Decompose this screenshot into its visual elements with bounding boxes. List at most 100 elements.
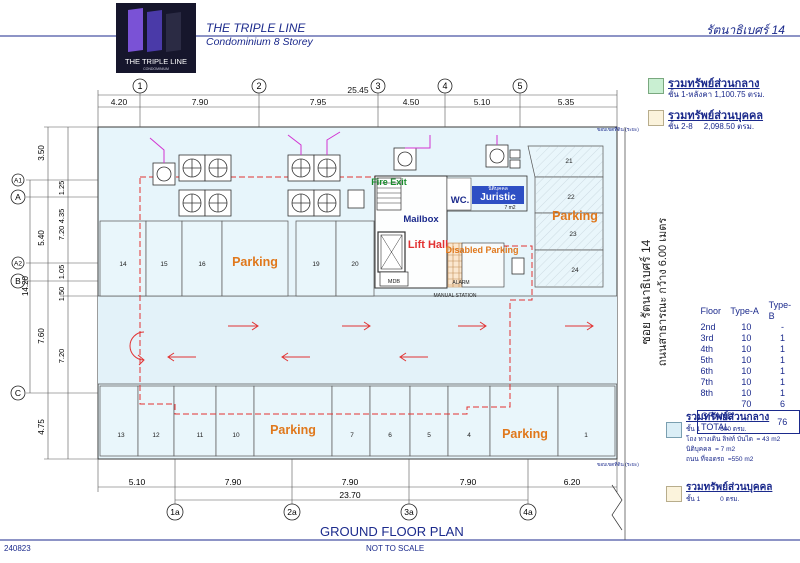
legend-title: รวมทรัพย์ส่วนกลาง <box>686 412 770 423</box>
legend-swatch <box>666 422 682 438</box>
disabled-parking-label: Disabled Parking <box>445 245 518 255</box>
table-cell: 7th <box>700 377 714 387</box>
scale-note: NOT TO SCALE <box>366 544 425 553</box>
legend-swatch <box>666 486 682 502</box>
hatch-zone <box>536 146 603 286</box>
table-cell: 6th <box>700 366 714 376</box>
table-row: 4th 10 1 <box>698 344 800 355</box>
drawing-code: 240823 <box>4 544 31 553</box>
axis-label: C <box>15 388 21 398</box>
juristic-area: 7 m2 <box>504 205 515 211</box>
axis-bubble <box>283 503 301 521</box>
axis-bubble <box>512 78 528 94</box>
axis-bubble <box>400 503 418 521</box>
slot-number: 6 <box>388 432 392 439</box>
table-cell: 1 <box>780 355 786 365</box>
axis-label: 2a <box>287 507 297 517</box>
top-dim: 7.95 <box>310 97 327 107</box>
slot-number: 22 <box>567 194 575 201</box>
parking-row-bottom <box>99 385 616 457</box>
table-cell: 1 <box>780 344 786 354</box>
mailbox-label: Mailbox <box>403 214 439 225</box>
top-total-dim: 25.45 <box>347 85 369 95</box>
table-cell: 10 <box>741 377 752 387</box>
top-dim: 4.20 <box>111 97 128 107</box>
slot-number: 23 <box>569 231 577 238</box>
slot-number: 21 <box>565 158 573 165</box>
legend-detail: ชั้น 1-หลังคา 1,100.75 ตรม. <box>668 90 765 99</box>
mdb-label: MDB <box>388 279 401 285</box>
legend-title: รวมทรัพย์ส่วนบุคคล <box>668 110 764 122</box>
juristic-label: Juristic <box>480 192 516 203</box>
juristic-room <box>472 186 524 204</box>
table-cell: 10 <box>741 322 752 332</box>
logo-subtext: CONDOMINIUM <box>143 67 169 71</box>
table-header: Floor <box>700 305 722 316</box>
axis-bubble <box>132 78 148 94</box>
slot-number: 7 <box>350 432 354 439</box>
table-row: 7th 10 1 <box>698 377 800 388</box>
lift-hall-label: Lift Hall <box>408 239 448 251</box>
table-cell: 1 <box>780 377 786 387</box>
parking-label: Parking <box>232 255 278 269</box>
left-dim: 1.25 <box>57 181 66 196</box>
legend-line: นิติบุคคล = 7 m2 <box>686 446 736 453</box>
project-subtitle: Condominium 8 Storey <box>206 36 313 48</box>
slot-number: 4 <box>467 432 471 439</box>
axis-label: A2 <box>14 261 22 268</box>
parking-label: Parking <box>552 209 598 223</box>
slot-number: 15 <box>160 261 168 268</box>
slot-number: 12 <box>152 432 160 439</box>
slot-number: 10 <box>232 432 240 439</box>
fire-exit-label: Fire Exit <box>371 177 407 187</box>
axis-bubble <box>166 503 184 521</box>
grand-total-value: 76 <box>777 416 788 427</box>
project-title: THE TRIPLE LINE <box>206 21 306 35</box>
table-total-row: GRAND TOTAL 76 <box>697 410 800 434</box>
legend-line: โถง ทางเดิน ลิฟท์ บันได = 43 m2 <box>686 436 781 443</box>
legend-title: รวมทรัพย์ส่วนกลาง <box>668 78 760 90</box>
axis-label: 4 <box>442 81 447 91</box>
axis-bubble <box>10 385 26 401</box>
table-cell: 5th <box>700 355 714 365</box>
table-header: Type-A <box>730 305 759 316</box>
axis-bubble <box>251 78 267 94</box>
legend-common-bottom: รวมทรัพย์ส่วนกลาง ชั้น 1 600 ตรม. โถง ทา… <box>666 410 796 474</box>
boundary-note: ขอบเขตที่ดิน (ระยะ) <box>597 461 639 468</box>
axis-label: 1a <box>170 507 180 517</box>
axis-label: 4a <box>523 507 533 517</box>
bottom-dim: 7.90 <box>460 477 477 487</box>
axis-label: A <box>15 192 21 202</box>
slot-number: 24 <box>571 267 579 274</box>
logo-text: THE TRIPLE LINE <box>125 57 187 66</box>
break-line <box>611 484 623 531</box>
bottom-dim: 7.90 <box>342 477 359 487</box>
axis-label: 3a <box>404 507 414 517</box>
table-cell: 10 <box>741 344 752 354</box>
fire-exit-label-text: Fire Exit <box>371 177 407 187</box>
table-cell: 3rd <box>700 333 714 343</box>
table-cell: 10 <box>741 388 752 398</box>
legend-line: ถนน ที่จอดรถ =550 m2 <box>686 456 754 463</box>
table-cell <box>698 399 728 411</box>
axis-label: B <box>15 276 21 286</box>
axis-bubble <box>437 78 453 94</box>
slot-number: 14 <box>119 261 127 268</box>
slot-number: 20 <box>351 261 359 268</box>
table-cell: 4th <box>700 344 714 354</box>
table-cell: 10 <box>741 366 752 376</box>
bottom-dim: 6.20 <box>564 477 581 487</box>
legend-line: ชั้น 1 0 ตรม. <box>686 496 740 503</box>
axis-bubble <box>10 273 26 289</box>
table-cell: 1 <box>780 333 786 343</box>
traffic-arrows <box>129 321 594 366</box>
juristic-sublabel: นิติบุคคล <box>488 185 508 192</box>
slot-number: 1 <box>584 432 588 439</box>
